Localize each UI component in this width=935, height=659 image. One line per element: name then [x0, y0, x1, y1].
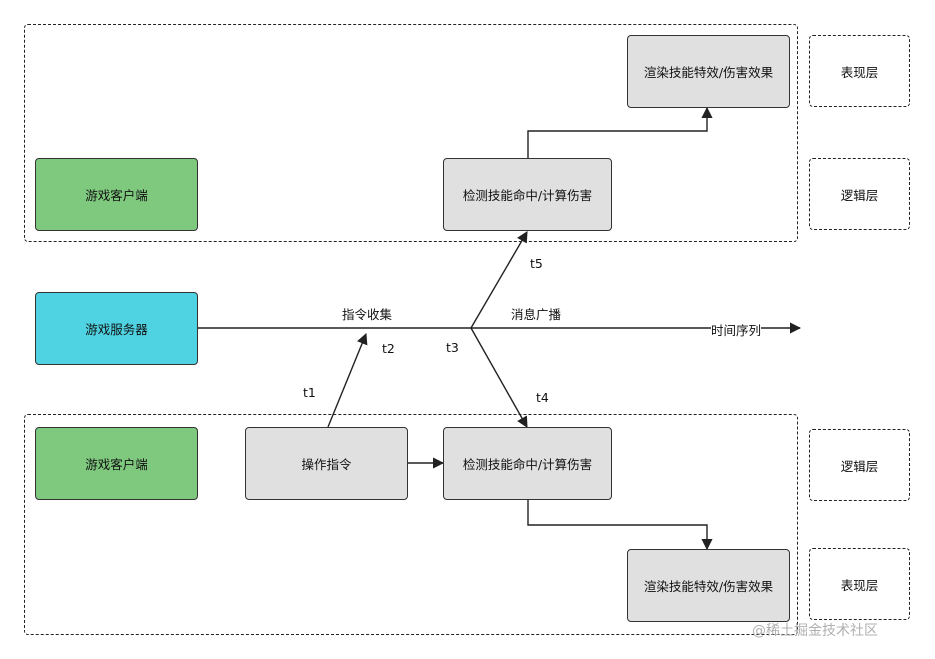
bottom-logic-label: 逻辑层: [840, 458, 879, 474]
operate-node: 操作指令: [245, 427, 408, 500]
watermark-text: @稀土掘金技术社区: [752, 623, 878, 639]
bottom-render-arrow: [527, 499, 713, 551]
label-t3: t3: [446, 340, 459, 355]
bottom-detect-node: 检测技能命中/计算伤害: [443, 427, 612, 500]
bottom-client-node: 游戏客户端: [35, 427, 198, 500]
bottom-presentation-layer: 表现层: [809, 548, 910, 620]
top-detect-node: 检测技能命中/计算伤害: [443, 158, 612, 231]
top-logic-label: 逻辑层: [840, 187, 879, 203]
bottom-logic-layer: 逻辑层: [809, 429, 910, 501]
top-render-node: 渲染技能特效/伤害效果: [627, 35, 790, 108]
bottom-render-label: 渲染技能特效/伤害效果: [643, 579, 774, 594]
top-render-label: 渲染技能特效/伤害效果: [643, 65, 774, 80]
top-client-group: [24, 24, 798, 242]
bottom-detect-label: 检测技能命中/计算伤害: [462, 457, 593, 472]
bottom-client-group: [24, 414, 798, 635]
label-collect: 指令收集: [342, 307, 393, 322]
label-t4: t4: [536, 390, 549, 405]
top-client-node: 游戏客户端: [35, 158, 198, 231]
bottom-render-node: 渲染技能特效/伤害效果: [627, 549, 790, 622]
top-detect-label: 检测技能命中/计算伤害: [462, 188, 593, 203]
t4-arrow: [470, 327, 528, 428]
operate-label: 操作指令: [301, 457, 352, 472]
label-broadcast: 消息广播: [511, 307, 562, 322]
bottom-client-label: 游戏客户端: [85, 457, 148, 472]
server-node: 游戏服务器: [35, 292, 198, 365]
top-client-label: 游戏客户端: [85, 188, 148, 203]
label-t2: t2: [382, 341, 395, 356]
top-presentation-label: 表现层: [840, 64, 879, 80]
t1-arrow: [327, 332, 368, 428]
bottom-presentation-label: 表现层: [840, 577, 879, 593]
server-label: 游戏服务器: [85, 322, 148, 337]
label-t1: t1: [303, 385, 316, 400]
top-render-arrow: [527, 106, 713, 158]
t5-arrow: [470, 231, 528, 329]
top-logic-layer: 逻辑层: [809, 158, 910, 230]
label-timeline: 时间序列: [711, 320, 762, 339]
top-presentation-layer: 表现层: [809, 35, 910, 107]
label-t5: t5: [530, 256, 543, 271]
